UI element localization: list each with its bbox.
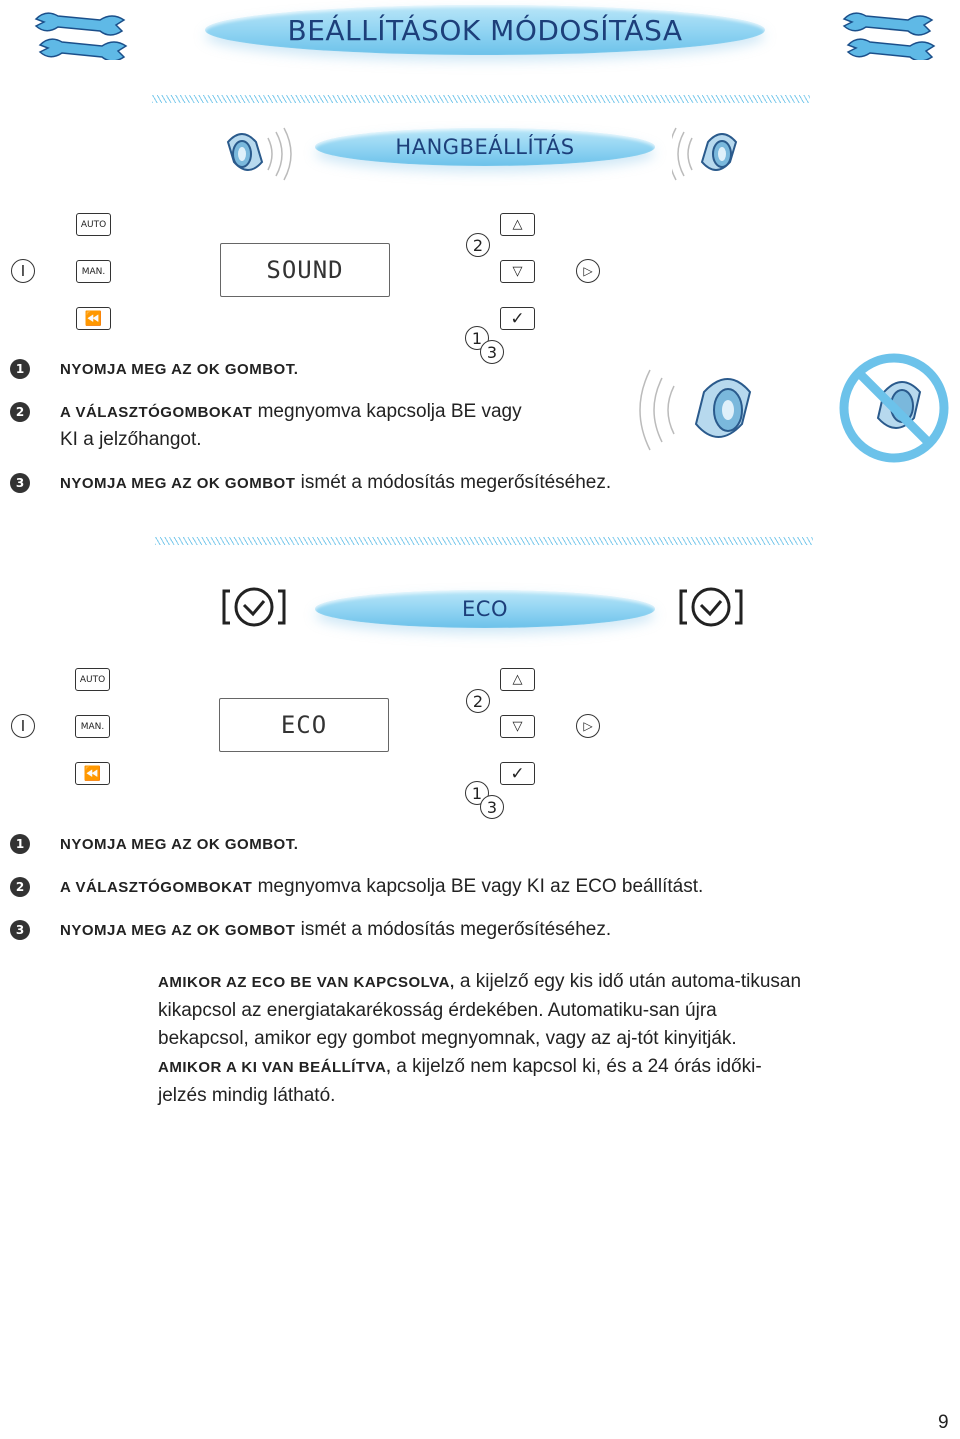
step-number-text: 3 <box>15 476 25 490</box>
step-text: Nyomja meg az OK gombot ismét a módosítá… <box>60 916 611 944</box>
up-key[interactable]: △ <box>500 213 535 236</box>
step-text: Nyomja meg az OK gombot ismét a módosítá… <box>60 469 611 497</box>
section-title-sound: HANGBEÁLLÍTÁS <box>315 128 655 166</box>
manual-key[interactable]: MAN. <box>76 260 111 283</box>
auto-key-label: AUTO <box>80 219 107 230</box>
step-number-text: 2 <box>15 405 25 419</box>
manual-key-label: MAN. <box>80 721 105 732</box>
step-text: A választógombokat megnyomva kapcsolja B… <box>60 873 703 901</box>
step-rest: ismét a módosítás megerősítéséhez. <box>295 919 612 940</box>
section-title-eco: ECO <box>315 590 655 628</box>
step-lead: Nyomja meg az OK gombot. <box>60 361 299 378</box>
eco-clock-icon <box>679 587 743 627</box>
marker-one-text: 1 <box>471 328 483 348</box>
down-key[interactable]: ▽ <box>500 715 535 738</box>
step-number-text: 1 <box>15 837 25 851</box>
marker-two: 2 <box>466 233 490 257</box>
speaker-icon <box>639 369 752 451</box>
step-number-text: 2 <box>15 880 25 894</box>
auto-key[interactable]: AUTO <box>75 668 110 691</box>
down-key[interactable]: ▽ <box>500 260 535 283</box>
rewind-key[interactable]: ⏪ <box>76 307 111 330</box>
marker-two-text: 2 <box>472 235 484 255</box>
power-button[interactable]: I <box>11 259 35 283</box>
divider <box>152 95 810 103</box>
manual-key-label: MAN. <box>81 266 106 277</box>
auto-key[interactable]: AUTO <box>76 213 111 236</box>
ok-key[interactable]: ✓ <box>500 762 535 785</box>
power-button[interactable]: I <box>11 714 35 738</box>
step-lead: Nyomja meg az OK gombot <box>60 922 296 939</box>
note-lead: Amikor az ECO be van kapcsolva, <box>158 974 455 991</box>
step-number-text: 3 <box>15 923 25 937</box>
step-text: A választógombokat megnyomva kapcsolja B… <box>60 398 580 453</box>
section-title-sound-text: HANGBEÁLLÍTÁS <box>395 135 575 159</box>
note-text: a kijelző nem kapcsol ki, és a 24 órás i… <box>158 1056 762 1106</box>
up-key[interactable]: △ <box>500 668 535 691</box>
rewind-key[interactable]: ⏪ <box>75 762 110 785</box>
page-number: 9 <box>938 1412 949 1434</box>
marker-one-text: 1 <box>471 783 483 803</box>
eco-note: Amikor az ECO be van kapcsolva, a kijelz… <box>158 968 808 1110</box>
marker-three: 3 <box>480 340 504 364</box>
step-lead: Nyomja meg az OK gombot. <box>60 836 299 853</box>
step-rest: KI a jelzőhangot. <box>60 429 202 450</box>
marker-three: 3 <box>480 795 504 819</box>
eco-clock-icon <box>222 587 286 627</box>
step-lead: A választógombokat <box>60 404 253 421</box>
speaker-muted-icon <box>839 353 949 463</box>
step-text: Nyomja meg az OK gombot. <box>60 355 298 383</box>
speaker-icon <box>226 127 292 181</box>
step-number: 1 <box>10 359 30 379</box>
step-number: 3 <box>10 473 30 493</box>
wrench-icon <box>34 12 128 60</box>
auto-key-label: AUTO <box>79 674 106 685</box>
display-sound: SOUND <box>220 243 390 297</box>
display-sound-text: SOUND <box>266 256 344 284</box>
display-eco: ECO <box>219 698 389 752</box>
page-title-text: BEÁLLÍTÁSOK MÓDOSÍTÁSA <box>287 13 683 47</box>
step-number: 2 <box>10 402 30 422</box>
step-rest: ismét a módosítás megerősítéséhez. <box>295 472 612 493</box>
speaker-icon <box>672 127 738 181</box>
marker-two-text: 2 <box>472 691 484 711</box>
wrench-icon <box>842 12 936 60</box>
play-button[interactable]: ▷ <box>576 714 600 738</box>
step-number-text: 1 <box>15 362 25 376</box>
divider <box>155 537 813 545</box>
note-lead: Amikor a KI van beállítva, <box>158 1059 391 1076</box>
page-number-text: 9 <box>938 1412 949 1433</box>
marker-three-text: 3 <box>486 342 498 362</box>
step-number: 1 <box>10 834 30 854</box>
play-button[interactable]: ▷ <box>576 259 600 283</box>
marker-three-text: 3 <box>486 797 498 817</box>
step-rest: megnyomva kapcsolja BE vagy KI az ECO be… <box>252 876 704 897</box>
marker-two: 2 <box>466 689 490 713</box>
step-number: 3 <box>10 920 30 940</box>
step-lead: A választógombokat <box>60 879 253 896</box>
manual-key[interactable]: MAN. <box>75 715 110 738</box>
display-eco-text: ECO <box>280 711 328 739</box>
ok-key[interactable]: ✓ <box>500 307 535 330</box>
step-lead: Nyomja meg az OK gombot <box>60 475 296 492</box>
step-rest: megnyomva kapcsolja BE vagy <box>252 401 522 422</box>
step-number: 2 <box>10 877 30 897</box>
step-text: Nyomja meg az OK gombot. <box>60 830 298 858</box>
section-title-eco-text: ECO <box>462 597 508 621</box>
page-title: BEÁLLÍTÁSOK MÓDOSÍTÁSA <box>205 5 765 55</box>
note-text: a kijelző egy kis idő után automa-tikusa… <box>158 971 802 1049</box>
